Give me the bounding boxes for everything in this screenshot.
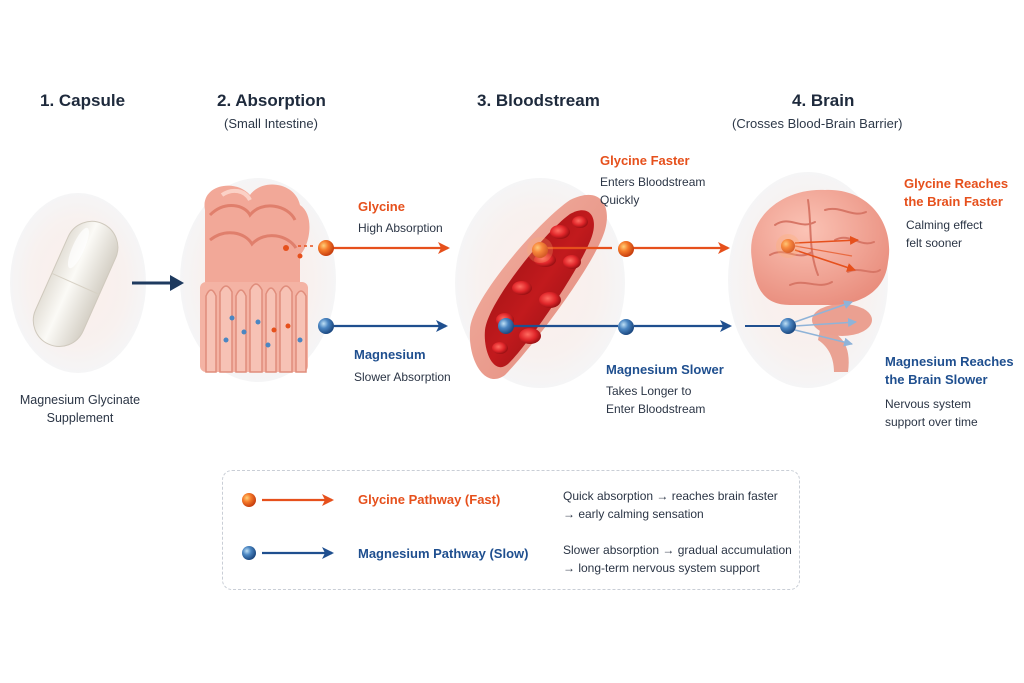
capsule-caption-line-2: Supplement: [46, 411, 114, 425]
absorption-glycine-label: Glycine: [358, 199, 405, 214]
magnesium-particle-intestine: [318, 318, 334, 334]
step-4-subtitle: (Crosses Blood-Brain Barrier): [732, 116, 903, 131]
brain-illustration: [751, 189, 890, 372]
magnesium-particle-brain: [780, 318, 796, 334]
bloodstream-glycine-desc-line-1: Enters Bloodstream: [600, 175, 706, 189]
legend-glycine-desc: Quick absorption → reaches brain faster …: [563, 487, 778, 523]
brain-glycine-label-line-2: the Brain Faster: [904, 194, 1003, 209]
brain-glycine-desc-line-2: felt sooner: [906, 236, 963, 250]
magnesium-particle-vessel: [498, 318, 514, 334]
legend-magnesium-dot: [242, 546, 256, 560]
step-1-title: 1. Capsule: [40, 91, 126, 110]
legend-glycine-desc-line-2: → early calming sensation: [563, 507, 704, 521]
step-2-title: 2. Absorption: [217, 91, 326, 110]
step-3-title: 3. Bloodstream: [477, 91, 600, 110]
legend-box: [222, 470, 800, 590]
brain-magnesium-label-line-2: the Brain Slower: [885, 372, 988, 387]
brain-magnesium-desc-line-2: support over time: [885, 415, 978, 429]
glycine-particle-intestine: [318, 240, 334, 256]
bloodstream-glycine-desc: Enters Bloodstream Quickly: [600, 173, 705, 209]
legend-magnesium-desc-line-1: Slower absorption → gradual accumulation: [563, 543, 792, 557]
step-2-subtitle: (Small Intestine): [224, 116, 318, 131]
bloodstream-magnesium-desc-line-2: Enter Bloodstream: [606, 402, 706, 416]
bloodstream-glycine-desc-line-2: Quickly: [600, 193, 640, 207]
capsule-caption-line-1: Magnesium Glycinate: [19, 393, 141, 407]
legend-magnesium-desc: Slower absorption → gradual accumulation…: [563, 541, 792, 577]
bloodstream-magnesium-desc-line-1: Takes Longer to: [606, 384, 692, 398]
capsule-caption: Magnesium Glycinate Supplement: [10, 391, 150, 427]
brain-glycine-label: Glycine Reaches the Brain Faster: [904, 175, 1008, 211]
legend-magnesium-title: Magnesium Pathway (Slow): [358, 546, 529, 561]
capsule-icon: [32, 220, 119, 347]
magnesium-particle-blood-exit: [618, 319, 634, 335]
legend-glycine-desc-line-1: Quick absorption → reaches brain faster: [563, 489, 778, 503]
absorption-glycine-desc: High Absorption: [358, 221, 443, 235]
absorption-magnesium-label: Magnesium: [354, 347, 426, 362]
glycine-particle-brain: [781, 239, 795, 253]
brain-magnesium-desc: Nervous system support over time: [885, 395, 978, 431]
bloodstream-magnesium-label: Magnesium Slower: [606, 362, 724, 377]
brain-magnesium-desc-line-1: Nervous system: [885, 397, 972, 411]
intestine-illustration: [200, 184, 310, 373]
legend-glycine-dot: [242, 493, 256, 507]
brain-glycine-desc: Calming effect felt sooner: [906, 216, 982, 252]
legend-glycine-title: Glycine Pathway (Fast): [358, 492, 501, 507]
glycine-particle-blood-exit: [618, 241, 634, 257]
bloodstream-magnesium-desc: Takes Longer to Enter Bloodstream: [606, 382, 705, 418]
brain-magnesium-label-line-1: Magnesium Reaches: [885, 354, 1014, 369]
glycine-particle-vessel: [532, 242, 548, 258]
brain-glycine-label-line-1: Glycine Reaches: [904, 176, 1009, 191]
step-4-title: 4. Brain: [792, 91, 855, 110]
bloodstream-glycine-label: Glycine Faster: [600, 153, 690, 168]
brain-glycine-desc-line-1: Calming effect: [906, 218, 983, 232]
brain-magnesium-label: Magnesium Reaches the Brain Slower: [885, 353, 1014, 389]
legend-magnesium-desc-line-2: → long-term nervous system support: [563, 561, 760, 575]
absorption-magnesium-desc: Slower Absorption: [354, 370, 451, 384]
